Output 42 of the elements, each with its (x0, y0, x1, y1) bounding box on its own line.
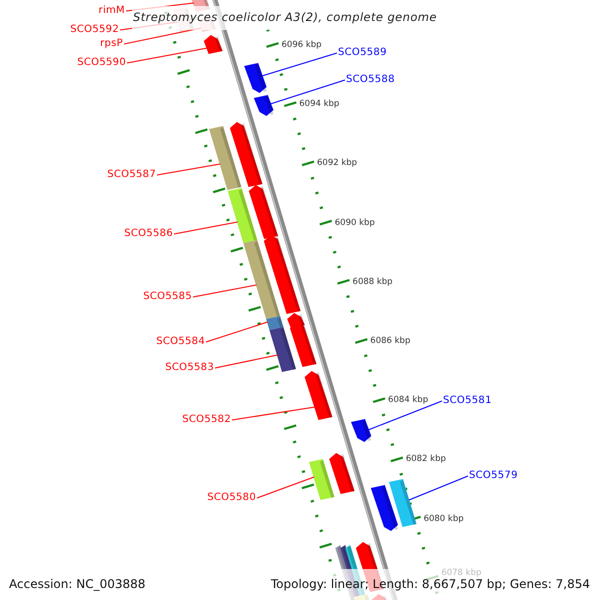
scale-label: 6082 kbp (406, 454, 446, 464)
scale-label: 6084 kbp (388, 395, 428, 406)
leader-line (408, 476, 468, 500)
gene-label: SCO5588 (346, 74, 395, 86)
scale-label: 6092 kbp (317, 158, 358, 168)
gene-label: SCO5583 (165, 362, 214, 374)
footer-text: Accession: NC_003888 (9, 577, 146, 591)
gene-label: SCO5585 (143, 291, 192, 303)
scale-label: 6090 kbp (334, 218, 375, 228)
leader-line (256, 476, 315, 498)
gene-label: SCO5584 (156, 336, 205, 348)
gene-pointed-bar (204, 35, 223, 54)
scale-label: 6096 kbp (282, 40, 322, 50)
gene-label: SCO5592 (70, 24, 119, 36)
scale-label: 6088 kbp (352, 276, 393, 287)
leader-line (126, 48, 208, 64)
gene-bar (389, 479, 416, 527)
gene-label: SCO5580 (207, 492, 256, 504)
scale-label: 6094 kbp (299, 99, 340, 110)
gene-label: SCO5589 (338, 47, 387, 59)
leader-line (156, 164, 221, 176)
gene-bar (209, 126, 242, 190)
gene-label: SCO5581 (443, 395, 492, 407)
leader-line (232, 406, 316, 420)
gene-label: rimM (98, 5, 125, 17)
leader-line (206, 322, 268, 342)
leader-line (270, 80, 346, 104)
title: Streptomyces coelicolor A3(2), complete genome (133, 10, 437, 24)
gene-label: SCO5590 (77, 57, 126, 69)
gene-label: SCO5579 (469, 470, 518, 482)
gene-label: SCO5586 (124, 228, 173, 240)
gene-label: SCO5587 (107, 169, 156, 181)
leader-line (368, 400, 442, 430)
leader-line (192, 284, 257, 298)
scale-label: 6086 kbp (370, 336, 410, 346)
leader-line (214, 354, 278, 368)
leader-line (174, 222, 238, 234)
gene-label: rpsP (100, 38, 123, 50)
scale-label: 6078 kbp (441, 568, 482, 578)
gene-label: SCO5582 (182, 414, 231, 426)
leader-line (261, 52, 338, 76)
footer-text: Topology: linear; Length: 8,667,507 bp; Genes: 7,854 (270, 577, 590, 591)
